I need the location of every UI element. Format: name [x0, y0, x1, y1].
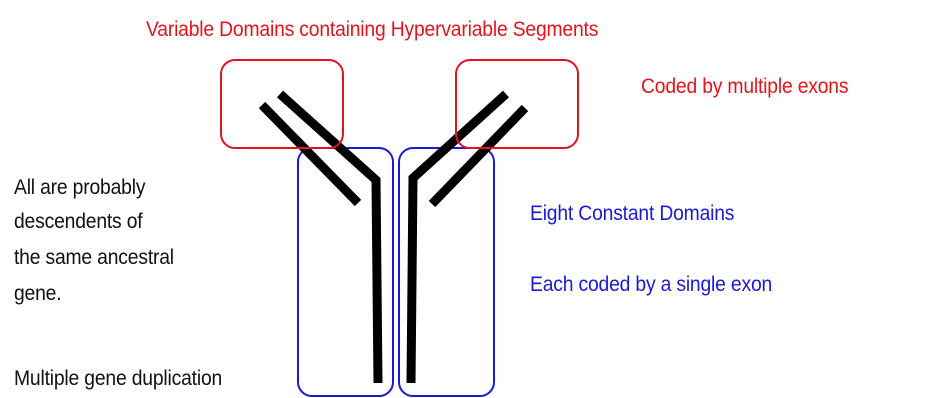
- heavy-chain-right: [406, 90, 510, 384]
- light-chain-left: [258, 101, 362, 207]
- side-note-line: descendents of: [14, 210, 143, 233]
- side-note-line: the same ancestral: [14, 246, 174, 269]
- variable-domain-box-left: [220, 59, 344, 149]
- constant-domains-exon-note: Each coded by a single exon: [530, 273, 773, 296]
- variable-domain-box-right: [455, 59, 579, 149]
- heavy-chain-left: [276, 90, 383, 384]
- constant-domains-title: Eight Constant Domains: [530, 202, 735, 225]
- side-note-line: gene.: [14, 282, 62, 305]
- light-chain-right: [428, 104, 529, 208]
- variable-domains-exon-note: Coded by multiple exons: [641, 75, 849, 98]
- side-note-duplication: Multiple gene duplication: [14, 367, 223, 390]
- variable-domains-title: Variable Domains containing Hypervariabl…: [146, 18, 599, 41]
- side-note-line: All are probably: [14, 176, 146, 199]
